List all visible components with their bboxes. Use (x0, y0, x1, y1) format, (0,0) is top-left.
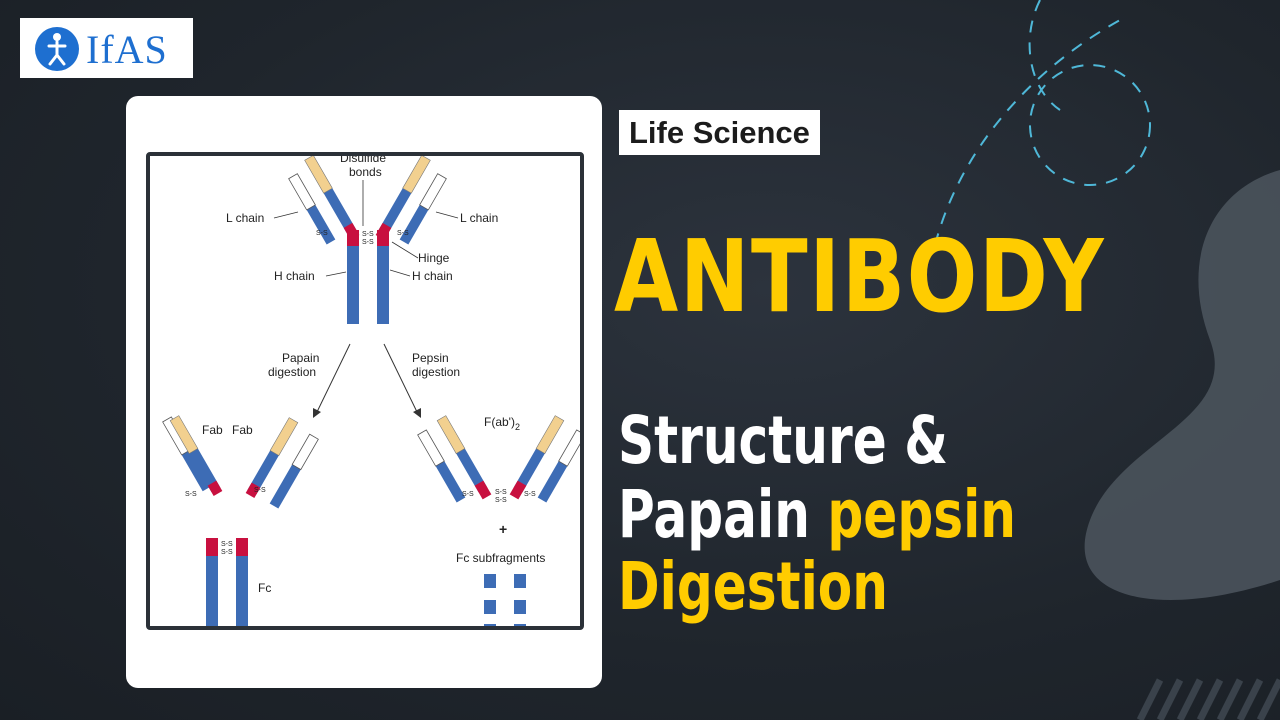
dashed-arc-decoration (934, 19, 1121, 246)
l-chain-label-right: L chain (460, 211, 498, 225)
dashed-arc-decoration-2 (1028, 0, 1061, 111)
ifas-logo[interactable]: IfAS (20, 18, 193, 78)
gray-blob-shape (1084, 170, 1280, 600)
dashed-circle-decoration (1029, 64, 1151, 186)
svg-text:S-S: S-S (495, 497, 507, 504)
h-chain-label-left: H chain (274, 269, 315, 283)
ss-bond-label: S-S (397, 230, 409, 237)
fab-fragment-right: S-S (245, 417, 319, 509)
subtitle-line-2: Papain pepsin (618, 482, 1016, 548)
papain-digestion-label: Papain (282, 351, 319, 365)
pepsin-digestion-label: Pepsin (412, 351, 449, 365)
plus-sign: + (499, 521, 507, 537)
l-chain-label-left: L chain (226, 211, 264, 225)
fab2-fragment: S-S S-S S-S S-S (417, 415, 580, 504)
subtitle-line-1: Structure & (618, 402, 948, 479)
pepsin-digestion-label-2: digestion (412, 365, 460, 379)
light-chain-constant (306, 204, 336, 245)
subtitle-line-3: Digestion (618, 548, 888, 625)
page-title: ANTIBODY (614, 218, 1106, 335)
fab-label-1: Fab (202, 423, 223, 437)
hinge-right (377, 230, 389, 246)
fc-label: Fc (258, 581, 271, 595)
subtitle-pepsin: pepsin (827, 476, 1016, 553)
fab-label-2: Fab (232, 423, 253, 437)
subtitle-papain: Papain (618, 476, 810, 553)
h-chain-label-right: H chain (412, 269, 453, 283)
subject-tag: Life Science (619, 110, 820, 155)
fc-fragment: S-S S-S (206, 538, 248, 626)
ss-bond-label: S-S (316, 230, 328, 237)
heavy-chain-stem-left (347, 246, 359, 324)
fab2-label: F(ab')2 (484, 415, 520, 432)
svg-text:S-S: S-S (524, 491, 536, 498)
disulfide-bonds-label: Disulfide (340, 156, 386, 165)
svg-text:S-S: S-S (185, 491, 197, 498)
disulfide-bonds-label-2: bonds (349, 165, 382, 179)
hinge-label: Hinge (418, 251, 450, 265)
logo-text: IfAS (86, 27, 168, 72)
svg-text:S-S: S-S (462, 491, 474, 498)
svg-text:S-S: S-S (495, 489, 507, 496)
heavy-chain-constant (323, 188, 358, 237)
diagram-card: S-S S-S S-S S-S Disulfide bonds L chain … (126, 96, 602, 688)
fc-subfragments-label: Fc subfragments (456, 551, 545, 565)
antibody-digestion-diagram: S-S S-S S-S S-S Disulfide bonds L chain … (162, 156, 580, 626)
light-chain-variable (288, 173, 316, 211)
fab-fragment-left: S-S (162, 415, 223, 498)
svg-text:S-S: S-S (221, 541, 233, 548)
intact-antibody: S-S S-S S-S S-S (288, 156, 447, 324)
ifas-logo-icon (35, 27, 79, 71)
fc-subfragments (484, 574, 526, 626)
ss-bond-label: S-S (362, 231, 374, 238)
hinge-left (347, 230, 359, 246)
stripe-decoration (1136, 678, 1280, 720)
heavy-chain-stem-right (377, 246, 389, 324)
svg-text:S-S: S-S (254, 487, 266, 494)
ss-bond-label: S-S (362, 239, 374, 246)
diagram-frame: S-S S-S S-S S-S Disulfide bonds L chain … (146, 152, 584, 630)
heavy-chain-variable (304, 156, 333, 194)
papain-digestion-label-2: digestion (268, 365, 316, 379)
svg-text:S-S: S-S (221, 549, 233, 556)
